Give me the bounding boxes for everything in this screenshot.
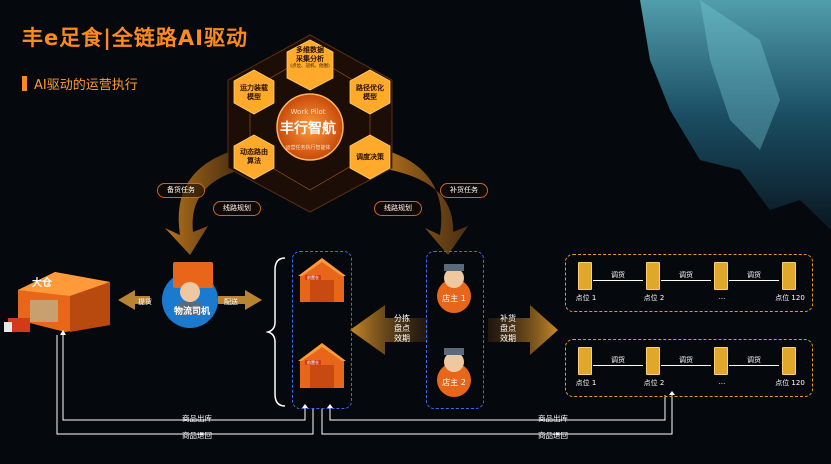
point-label: 点位 2 [643, 294, 665, 302]
pickup-label: 提货 [138, 298, 152, 306]
store-brace [265, 257, 286, 407]
core-name-cn: 丰行智航 [280, 121, 336, 137]
shopkeeper-label: 店主 1 [442, 294, 466, 303]
transfer-link-label: 调货 [747, 356, 761, 364]
iceberg-decoration [640, 0, 831, 230]
section-subtitle: AI驱动的运营执行 [34, 78, 138, 93]
vending-machine-icon [578, 347, 592, 375]
transfer-link-label: 调货 [611, 356, 625, 364]
core-caption: 运营任务执行智能体 [285, 145, 331, 151]
vending-machine-icon [646, 262, 660, 290]
restock-task-pill: 补货任务 [440, 183, 488, 198]
shelf-row-box [565, 254, 813, 312]
transfer-arrow [593, 365, 643, 366]
store-icon [298, 258, 346, 302]
transfer-link-label: 调货 [747, 271, 761, 279]
module-dispatch-label: 调度决策 [356, 153, 384, 161]
vending-machine-icon [782, 347, 796, 375]
return-left-label: 商品退回 [182, 431, 212, 440]
vending-machine-icon [578, 262, 592, 290]
driver-label: 物流司机 [173, 307, 210, 317]
warehouse-icon [4, 272, 110, 332]
module-hex-data [286, 39, 334, 91]
pickup-arrow [118, 290, 150, 310]
store-tag: 前置仓 [305, 275, 321, 280]
shopkeeper-icon [437, 348, 471, 397]
delivery-arrow [218, 290, 262, 310]
shelf-row-box [565, 339, 813, 397]
transfer-arrow [661, 280, 711, 281]
vending-machine-icon [646, 347, 660, 375]
point-label: 点位 120 [775, 379, 805, 387]
store-icon [298, 343, 346, 388]
module-hex-route-opt [349, 69, 391, 115]
vending-machine-icon [714, 262, 728, 290]
stock-task-pill: 备货任务 [157, 183, 205, 198]
core-circle [276, 93, 344, 161]
module-hex-routing [233, 134, 275, 180]
shopkeeper-icon [437, 264, 471, 313]
sort-check-arrow [350, 305, 428, 355]
transfer-link-label: 调货 [611, 271, 625, 279]
subtitle-bar [22, 76, 27, 91]
transfer-link-label: 调货 [679, 356, 693, 364]
transfer-arrow [593, 280, 643, 281]
out-right-label: 商品出库 [538, 414, 568, 423]
delivery-label: 配送 [224, 298, 238, 306]
warehouse-label: 大仓 [32, 278, 52, 289]
vending-machine-icon [782, 262, 796, 290]
route-plan-left-pill: 线路规划 [213, 201, 261, 216]
core-name-en: Work Pilot [290, 108, 326, 116]
module-capacity-label: 运力装载 模型 [240, 84, 268, 101]
point-label: ... [718, 378, 726, 386]
route-plan-right-pill: 线路规划 [374, 201, 422, 216]
module-hex-capacity [233, 69, 275, 115]
return-flow-lines [56, 335, 673, 435]
arrow-to-warehouse [165, 150, 240, 255]
module-routing-label: 动态路由 算法 [240, 148, 268, 165]
restock-check-arrow [488, 305, 558, 355]
vending-machine-icon [714, 347, 728, 375]
point-label: 点位 1 [575, 379, 597, 387]
shopkeeper-label: 店主 2 [442, 378, 466, 387]
point-label: ... [718, 293, 726, 301]
page-title: 丰e足食|全链路AI驱动 [22, 26, 248, 50]
arrow-to-stores [380, 150, 468, 255]
return-right-label: 商品退回 [538, 431, 568, 440]
sort-check-label: 分拣 盘点 效期 [394, 314, 410, 343]
transfer-arrow [661, 365, 711, 366]
point-label: 点位 2 [643, 379, 665, 387]
module-hex-dispatch [349, 134, 391, 180]
out-left-label: 商品出库 [182, 414, 212, 423]
module-route-opt-label: 路径优化 模型 [356, 84, 384, 101]
shopkeeper-group-box [426, 251, 484, 409]
store-tag: 前置仓 [305, 360, 321, 365]
transfer-link-label: 调货 [679, 271, 693, 279]
module-data-label: 多维数据 采集分析(点位、冠机、他图) [290, 46, 330, 69]
point-label: 点位 1 [575, 294, 597, 302]
driver-icon [162, 262, 218, 328]
point-label: 点位 120 [775, 294, 805, 302]
transfer-arrow [729, 365, 779, 366]
restock-check-label: 补货 盘点 效期 [500, 314, 516, 343]
transfer-arrow [729, 280, 779, 281]
store-group-box [292, 251, 352, 409]
